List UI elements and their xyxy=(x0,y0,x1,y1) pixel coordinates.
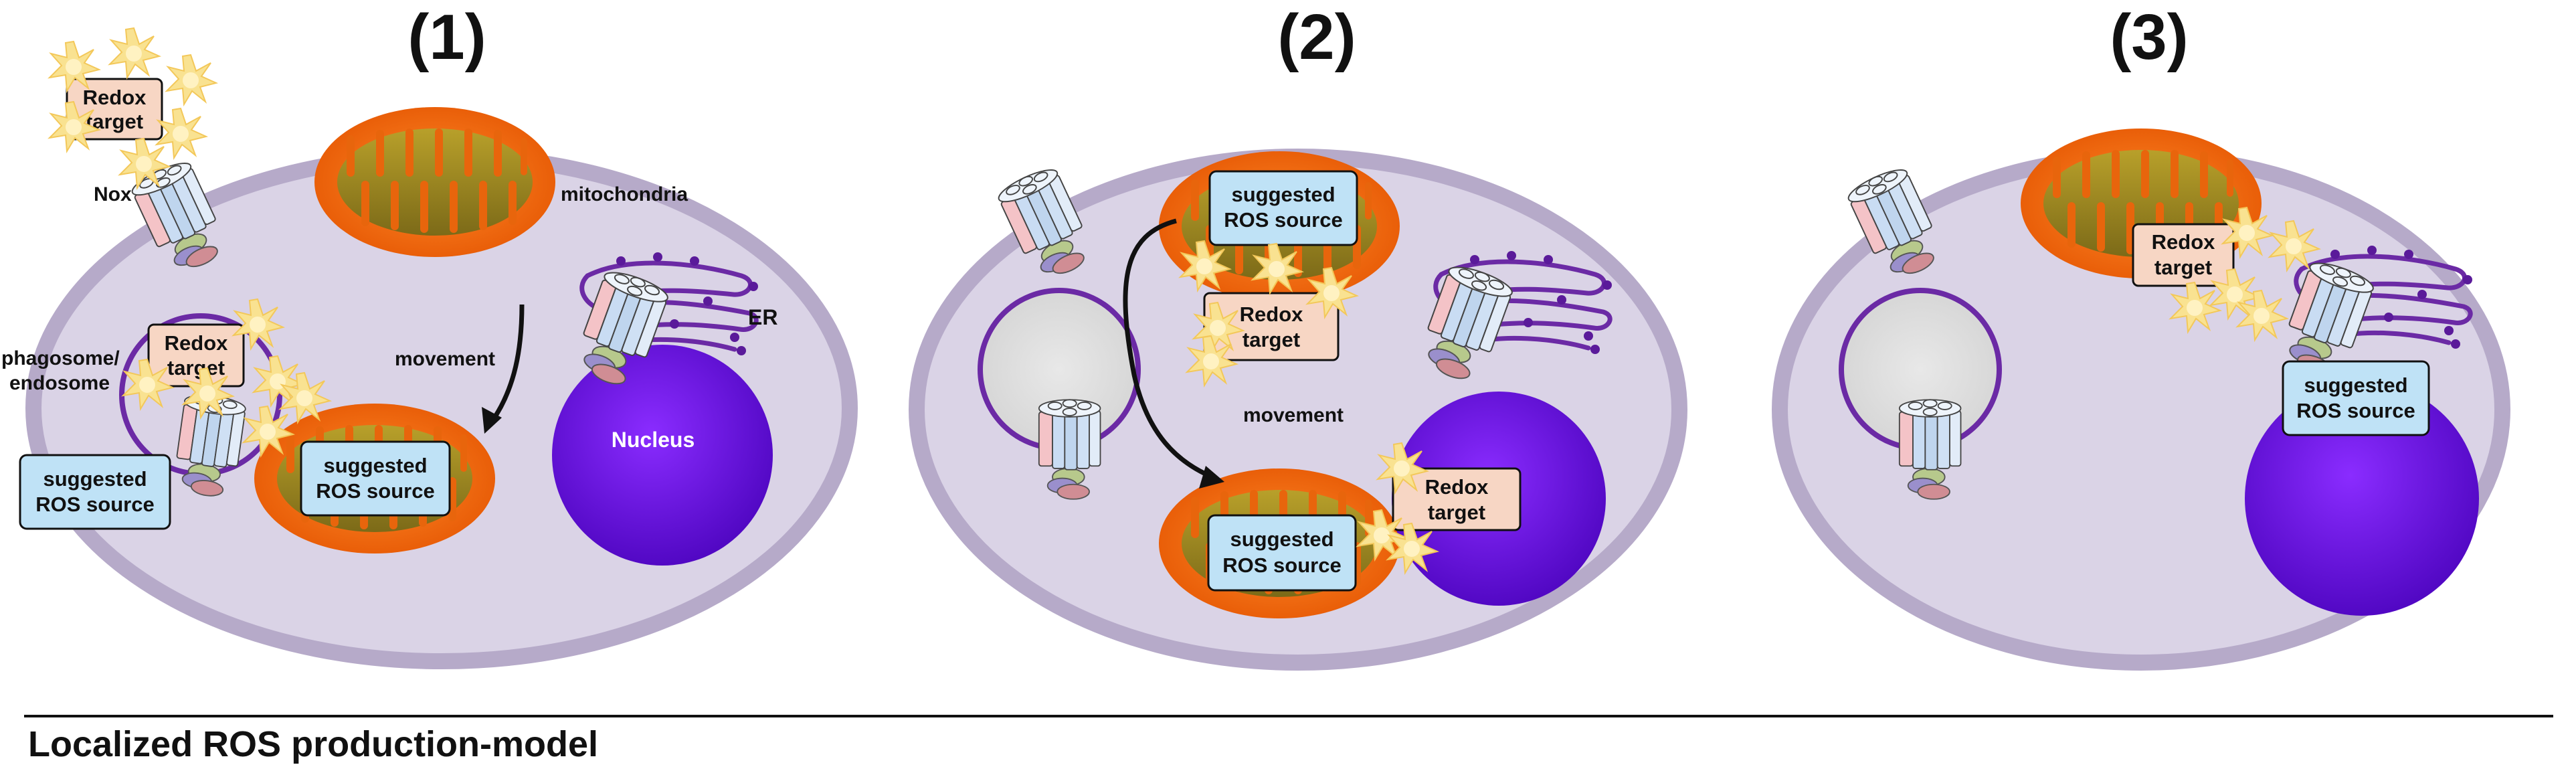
mitochondrion-top-icon xyxy=(314,107,555,257)
movement-label-2: movement xyxy=(1243,404,1344,426)
ros-source-1a-line1: suggested xyxy=(43,467,147,491)
redox-target-1b-line1: Redox xyxy=(165,331,229,355)
redox-target-2a-line2: target xyxy=(1243,328,1300,351)
panel-3: Redox target suggested ROS source xyxy=(1772,128,2510,671)
movement-arrow-2 xyxy=(1123,218,1212,479)
header-panel-1: (1) xyxy=(407,1,486,73)
endosome-label: endosome xyxy=(9,372,110,394)
movement-arrowhead-1 xyxy=(482,407,502,434)
ros-source-1b-line2: ROS source xyxy=(316,479,434,503)
redox-target-2b-line2: target xyxy=(1428,501,1485,524)
phagosome-label: phagosome/ xyxy=(1,347,120,369)
ros-source-2b-line1: suggested xyxy=(1230,527,1333,551)
ros-source-box-3 xyxy=(2282,360,2430,436)
header-panel-3: (3) xyxy=(2110,1,2188,73)
panel-2: suggested ROS source Redox target sugges… xyxy=(909,149,1687,671)
header-panel-2: (2) xyxy=(1277,1,1356,73)
mitochondria-label: mitochondria xyxy=(561,183,688,205)
movement-arrowhead-2 xyxy=(1199,466,1224,489)
ros-source-2b-line2: ROS source xyxy=(1222,553,1341,577)
ros-source-2a-line2: ROS source xyxy=(1224,208,1342,232)
ros-source-box-1b xyxy=(300,440,451,517)
redox-target-box-2a xyxy=(1203,292,1340,361)
redox-target-3-line2: target xyxy=(2154,256,2212,279)
ros-source-box-2a xyxy=(1208,170,1358,246)
panel-1: Nucleus ER Redox target Redox target sug… xyxy=(1,27,858,669)
nucleus-icon xyxy=(552,345,773,566)
footer-caption: Localized ROS production-model xyxy=(28,724,598,764)
redox-target-box-2b xyxy=(1392,467,1522,531)
ros-source-box-1a xyxy=(19,454,171,530)
ros-source-3-line1: suggested xyxy=(2304,373,2407,397)
ros-source-box-2b xyxy=(1207,514,1357,592)
redox-target-3-line1: Redox xyxy=(2152,230,2216,254)
redox-target-2a-line1: Redox xyxy=(1240,303,1304,326)
nucleus-icon-3 xyxy=(2245,381,2479,616)
redox-target-2b-line1: Redox xyxy=(1425,475,1489,499)
ros-source-1b-line1: suggested xyxy=(323,454,427,477)
movement-arrow-1 xyxy=(490,304,525,424)
ros-source-2a-line1: suggested xyxy=(1231,183,1335,206)
nucleus-label: Nucleus xyxy=(612,428,695,452)
redox-target-1b-line2: target xyxy=(167,356,225,379)
redox-target-box-3 xyxy=(2132,223,2235,287)
movement-label-1: movement xyxy=(395,348,495,370)
ros-source-3-line2: ROS source xyxy=(2296,399,2415,422)
nox-label: Nox xyxy=(94,183,132,205)
redox-target-1a-line1: Redox xyxy=(83,86,147,109)
ros-source-1a-line2: ROS source xyxy=(35,493,154,516)
er-label: ER xyxy=(748,305,777,329)
